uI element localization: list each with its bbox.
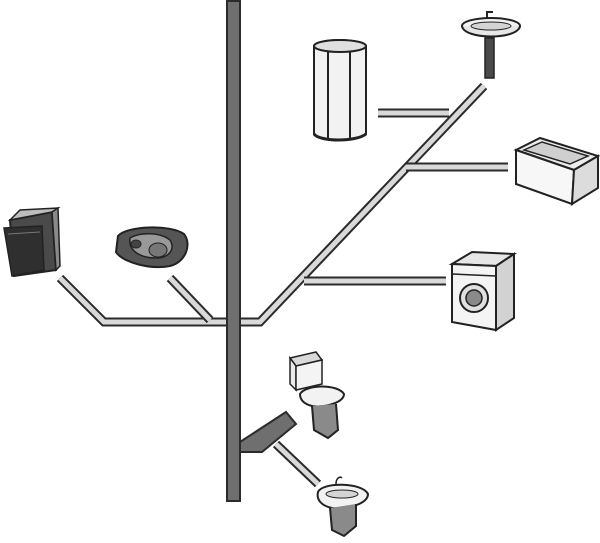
bathtub-icon (513, 136, 600, 206)
branch-pipes (56, 82, 508, 488)
dishwasher-icon (3, 206, 61, 278)
bidet-icon (316, 476, 370, 538)
washing-machine-icon (448, 250, 518, 332)
washbasin-icon (461, 11, 521, 79)
main-riser (226, 0, 298, 502)
toilet-icon (288, 351, 346, 440)
shower-cabin-icon (312, 39, 367, 142)
squat-toilet-icon (114, 226, 189, 268)
toilet-fitting (239, 410, 298, 453)
